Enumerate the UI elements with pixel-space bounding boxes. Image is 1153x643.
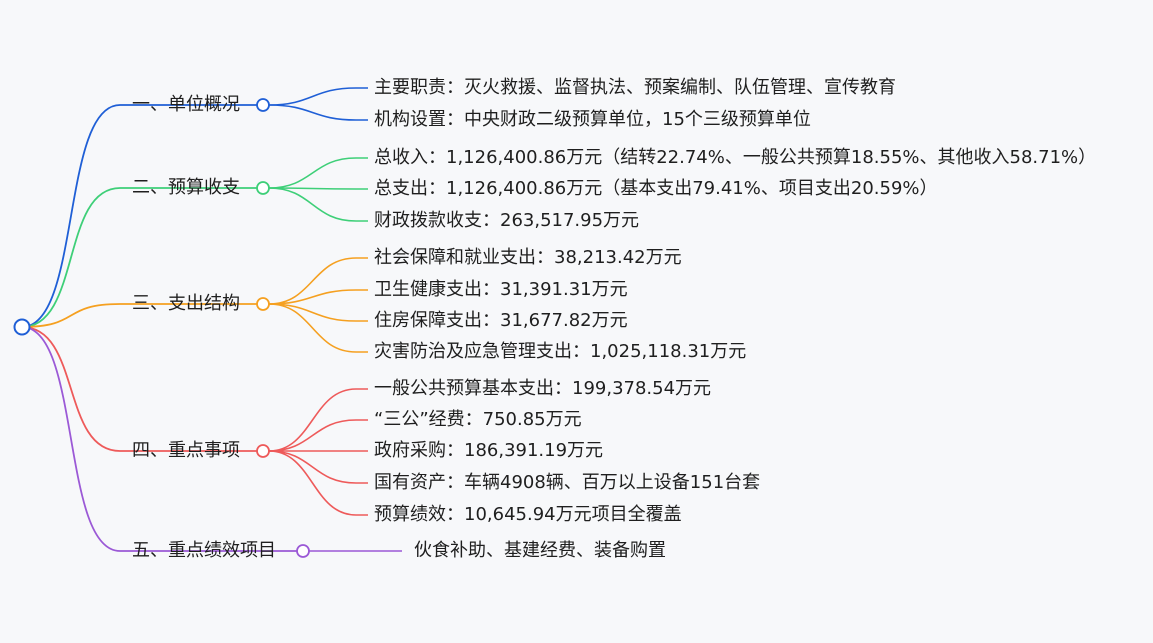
leaf-node-2-2[interactable]: 总支出：1,126,400.86万元（基本支出79.41%、项目支出20.59%… [374,178,938,199]
leaf-link-3-4 [268,303,368,353]
leaf-link-4-1 [268,388,368,452]
leaf-node-2-3[interactable]: 财政拨款收支：263,517.95万元 [374,210,640,231]
branch-node-1[interactable]: 一、单位概况 [132,94,240,115]
leaf-link-4-2 [268,419,368,452]
leaf-node-2-1[interactable]: 总收入：1,126,400.86万元（结转22.74%、一般公共预算18.55%… [374,147,1097,168]
branch-node-4[interactable]: 四、重点事项 [132,440,240,461]
leaf-link-3-1 [268,257,368,305]
root-node[interactable] [13,318,31,336]
branch-node-3[interactable]: 三、支出结构 [132,293,240,314]
leaf-link-3-2 [268,289,368,305]
branch-link-4 [21,326,257,452]
leaf-link-4-4 [268,450,368,484]
branch-link-2 [21,187,257,328]
leaf-link-1-2 [268,104,368,121]
leaf-link-4-5 [268,450,368,516]
branch-link-1 [21,104,257,328]
leaf-node-3-3[interactable]: 住房保障支出：31,677.82万元 [374,310,628,331]
leaf-link-3-3 [268,303,368,322]
branch-collapse-toggle-3[interactable] [256,297,270,311]
leaf-link-2-1 [268,157,368,189]
leaf-node-5-1[interactable]: 伙食补助、基建经费、装备购置 [414,540,666,561]
branch-node-2[interactable]: 二、预算收支 [132,177,240,198]
leaf-node-4-5[interactable]: 预算绩效：10,645.94万元项目全覆盖 [374,504,682,525]
leaf-node-3-1[interactable]: 社会保障和就业支出：38,213.42万元 [374,247,682,268]
leaf-node-1-1[interactable]: 主要职责：灭火救援、监督执法、预案编制、队伍管理、宣传教育 [374,77,896,98]
leaf-node-4-2[interactable]: “三公”经费：750.85万元 [374,409,582,430]
leaf-link-1-1 [268,87,368,106]
branch-collapse-toggle-1[interactable] [256,98,270,112]
branch-node-5[interactable]: 五、重点绩效项目 [132,540,276,561]
leaf-link-2-3 [268,187,368,222]
branch-link-3 [21,303,257,328]
leaf-node-1-2[interactable]: 机构设置：中央财政二级预算单位，15个三级预算单位 [374,109,811,130]
leaf-link-2-2 [268,187,368,190]
leaf-node-4-4[interactable]: 国有资产：车辆4908辆、百万以上设备151台套 [374,472,761,493]
branch-collapse-toggle-2[interactable] [256,181,270,195]
branch-collapse-toggle-4[interactable] [256,444,270,458]
leaf-node-3-4[interactable]: 灾害防治及应急管理支出：1,025,118.31万元 [374,341,747,362]
leaf-node-3-2[interactable]: 卫生健康支出：31,391.31万元 [374,279,628,300]
branch-link-5 [21,326,297,552]
leaf-node-4-1[interactable]: 一般公共预算基本支出：199,378.54万元 [374,378,712,399]
branch-collapse-toggle-5[interactable] [296,544,310,558]
leaf-node-4-3[interactable]: 政府采购：186,391.19万元 [374,440,604,461]
